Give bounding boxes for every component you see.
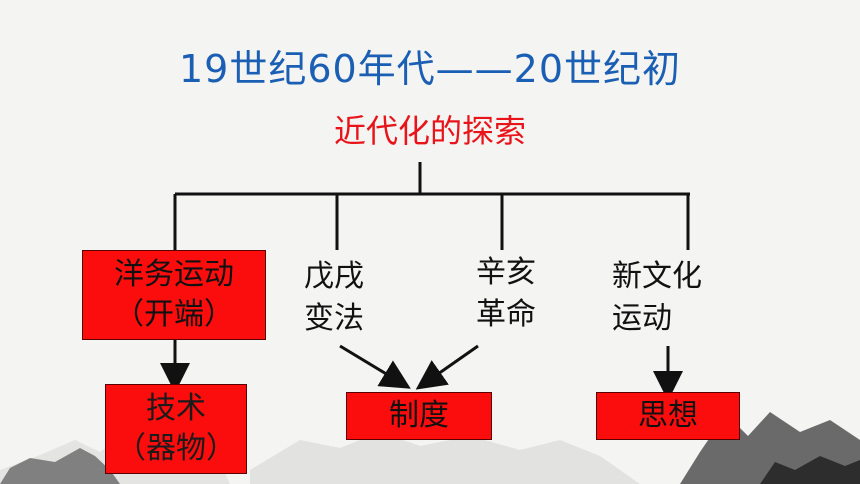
diagram-title: 19世纪60年代——20世纪初 <box>178 47 682 91</box>
outcome-zhidu-box: 制度 <box>346 392 492 440</box>
node-xinwenhua-line2: 运动 <box>612 301 672 336</box>
node-wuxu-line2: 变法 <box>304 301 364 336</box>
outcome-sixiang-box: 思想 <box>596 392 740 440</box>
outcome-sixiang-line1: 思想 <box>638 397 698 433</box>
node-yangwu-line2: （开端） <box>114 297 234 332</box>
node-xinhai-line2: 革命 <box>476 297 536 332</box>
outcome-zhidu-line1: 制度 <box>389 397 449 433</box>
outcome-jishu-line2: （器物） <box>116 431 236 466</box>
node-xinwenhua: 新文化 运动 <box>612 256 732 340</box>
arrow-xinhai-zhidu <box>415 344 479 390</box>
node-wuxu-line1: 戊戌 <box>304 259 364 294</box>
diagram-subtitle: 近代化的探索 <box>333 112 526 150</box>
outcome-jishu-box: 技术 （器物） <box>105 384 247 474</box>
arrow-wuxu-zhidu <box>339 344 411 389</box>
node-xinhai-line1: 辛亥 <box>476 255 536 290</box>
node-xinhai: 辛亥 革命 <box>466 252 546 336</box>
node-yangwu-line1: 洋务运动 <box>114 256 234 292</box>
outcome-jishu-line1: 技术 <box>146 390 206 426</box>
node-wuxu: 戊戌 变法 <box>294 256 374 340</box>
node-xinwenhua-line1: 新文化 <box>612 259 702 294</box>
node-yangwu-box: 洋务运动 （开端） <box>82 250 266 340</box>
